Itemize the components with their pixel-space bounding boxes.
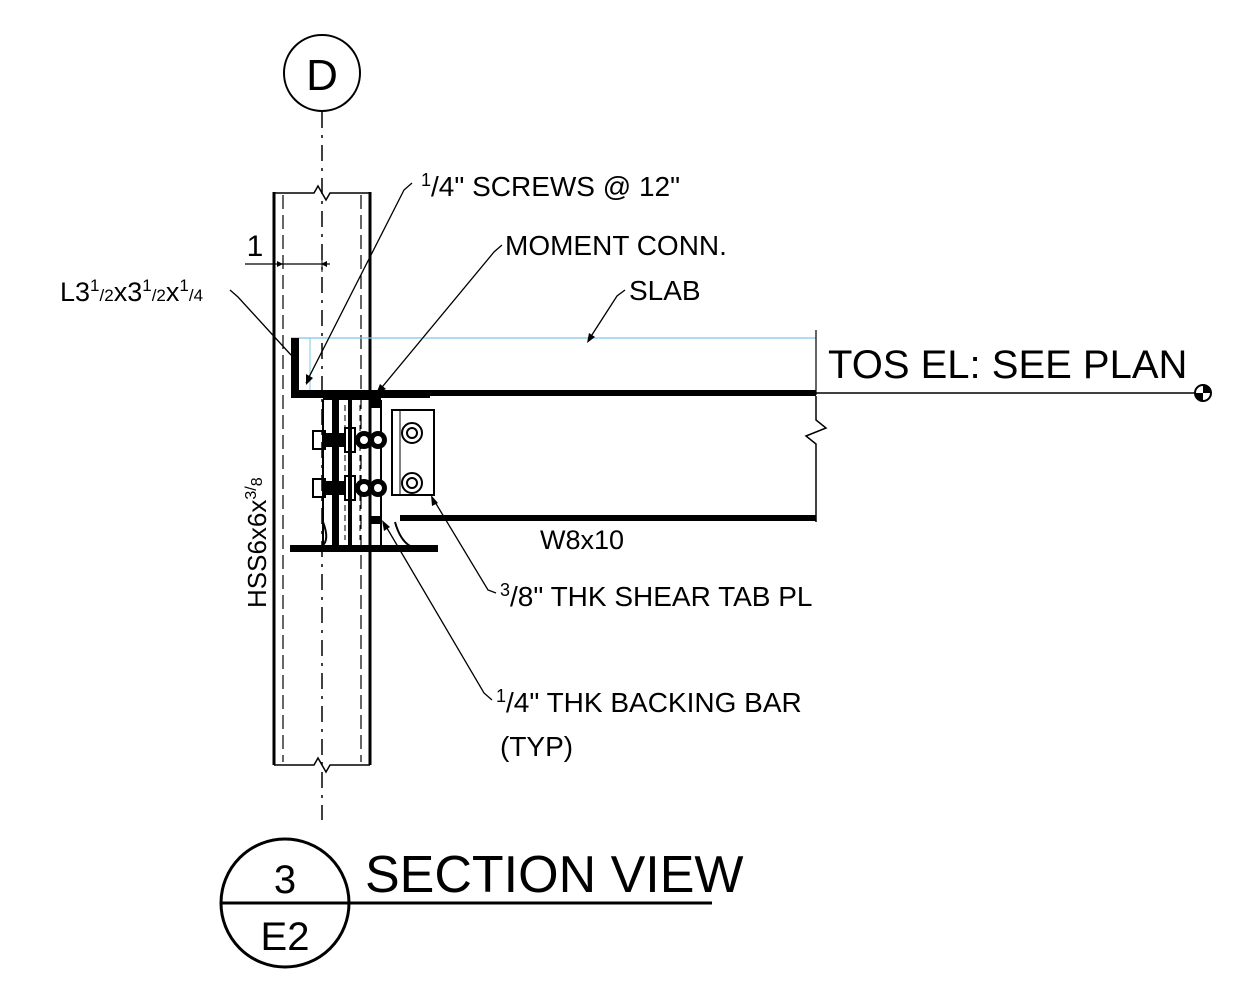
leaders — [229, 182, 626, 701]
angle-part-3: x3 — [114, 277, 143, 307]
slab-label: SLAB — [629, 275, 701, 306]
grid-bubble: D — [283, 34, 361, 112]
screws-label: 1/4" SCREWS @ 12" — [421, 170, 680, 202]
shear-tab-plate — [391, 409, 435, 496]
detail-number: 3 — [274, 858, 296, 902]
backing-bar-sup: 1 — [496, 686, 506, 706]
beam-label: W8x10 — [540, 525, 624, 555]
shear-tab-text: /8" THK SHEAR TAB PL — [510, 581, 813, 612]
dimension-1: 1 — [245, 230, 330, 272]
angle-part-0: L3 — [60, 277, 90, 307]
column-label: HSS6x6x3/8 — [242, 477, 272, 608]
tos-datum — [816, 384, 1212, 402]
grid-bubble-label: D — [306, 51, 338, 100]
typ-label: (TYP) — [500, 731, 573, 762]
hss-column — [272, 184, 372, 774]
dimension-label: 1 — [247, 230, 264, 263]
angle-part-7: 1 — [179, 276, 188, 295]
screws-label-text: /4" SCREWS @ 12" — [431, 171, 680, 202]
column-part-0: HSS6x6x — [242, 500, 272, 608]
backing-bar-label: 1/4" THK BACKING BAR — [496, 686, 802, 718]
angle-part-5: /2 — [152, 286, 166, 305]
bolts — [312, 422, 423, 501]
sheet-number: E2 — [261, 915, 310, 959]
view-title: SECTION VIEW — [365, 846, 743, 904]
title-block: 3 E2 SECTION VIEW — [219, 837, 743, 969]
column-part-1: 3 — [243, 491, 260, 500]
moment-connection — [290, 392, 438, 552]
column-part-3: 8 — [249, 477, 266, 486]
moment-conn-label: MOMENT CONN. — [505, 230, 727, 261]
angle-part-6: x — [166, 277, 180, 307]
tos-label: TOS EL: SEE PLAN — [828, 343, 1187, 387]
screws-label-sup: 1 — [421, 170, 431, 190]
shear-tab-sup: 3 — [500, 580, 510, 600]
angle-part-2: /2 — [100, 286, 114, 305]
column-part-2: / — [243, 486, 260, 491]
angle-part-8: /4 — [189, 286, 203, 305]
angle-label: L31/2x31/2x1/4 — [60, 276, 203, 307]
angle-part-1: 1 — [90, 276, 99, 295]
shear-tab-label: 3/8" THK SHEAR TAB PL — [500, 580, 813, 612]
backing-bar-text: /4" THK BACKING BAR — [506, 687, 802, 718]
w8x10-beam — [370, 390, 828, 522]
angle-part-4: 1 — [142, 276, 151, 295]
